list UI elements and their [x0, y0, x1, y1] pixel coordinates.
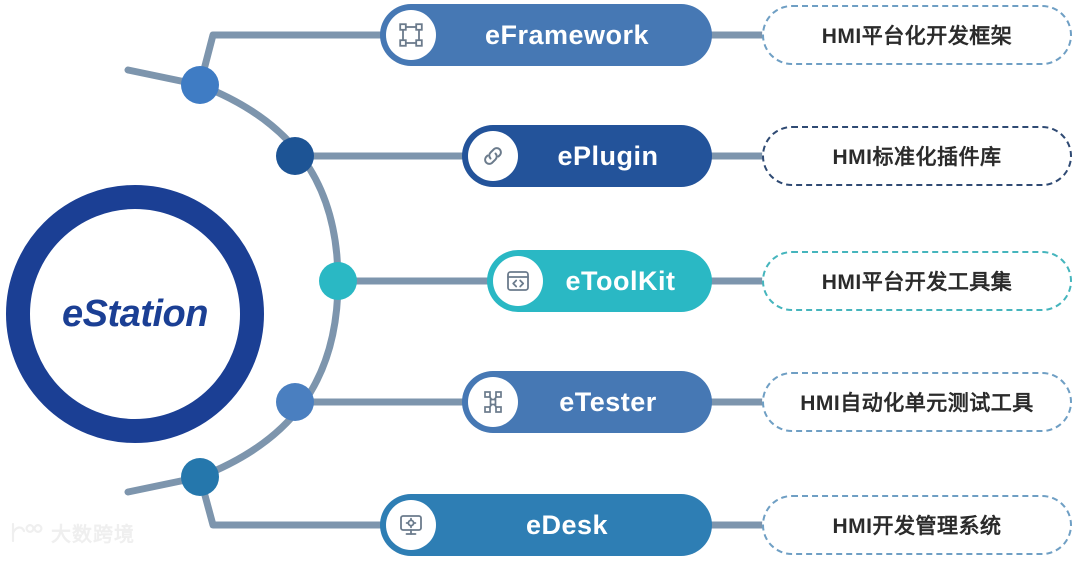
network-topology-icon [468, 377, 518, 427]
watermark: 大数跨境 [8, 518, 135, 547]
desc-text-eplugin: HMI标准化插件库 [832, 146, 1002, 169]
watermark-logo-icon [11, 522, 43, 542]
pill-etester[interactable]: eTester [462, 371, 712, 433]
desc-box-etoolkit: HMI平台开发工具集 [762, 251, 1072, 311]
pill-edesk[interactable]: eDesk [380, 494, 712, 556]
pill-label-etester: eTester [559, 386, 657, 417]
code-window-icon [493, 256, 543, 306]
desc-text-edesk: HMI开发管理系统 [832, 515, 1002, 538]
node-dot-etester[interactable] [276, 383, 314, 421]
pill-label-eplugin: ePlugin [557, 140, 659, 171]
pill-eframework[interactable]: eFramework [380, 4, 712, 66]
node-dot-edesk[interactable] [181, 458, 219, 496]
center-node-estation[interactable]: eStation [6, 185, 264, 443]
frame-transform-icon [386, 10, 436, 60]
desc-box-edesk: HMI开发管理系统 [762, 495, 1072, 555]
desc-box-etester: HMI自动化单元测试工具 [762, 372, 1072, 432]
desc-text-etester: HMI自动化单元测试工具 [800, 392, 1034, 415]
node-dot-eplugin[interactable] [276, 137, 314, 175]
watermark-text: 大数跨境 [51, 524, 135, 546]
node-dot-eframework[interactable] [181, 66, 219, 104]
node-dot-etoolkit[interactable] [319, 262, 357, 300]
desc-text-eframework: HMI平台化开发框架 [821, 25, 1013, 48]
desc-text-etoolkit: HMI平台开发工具集 [821, 271, 1013, 294]
monitor-gear-icon [386, 500, 436, 550]
chain-link-icon [468, 131, 518, 181]
pill-etoolkit[interactable]: eToolKit [487, 250, 712, 312]
desc-box-eframework: HMI平台化开发框架 [762, 5, 1072, 65]
lead-row-1 [196, 31, 384, 89]
pill-label-edesk: eDesk [525, 509, 609, 540]
pill-label-eframework: eFramework [484, 19, 650, 50]
lead-row-5 [196, 473, 384, 529]
pill-label-etoolkit: eToolKit [565, 265, 676, 296]
center-node-label: eStation [62, 292, 208, 335]
desc-box-eplugin: HMI标准化插件库 [762, 126, 1072, 186]
pill-eplugin[interactable]: ePlugin [462, 125, 712, 187]
